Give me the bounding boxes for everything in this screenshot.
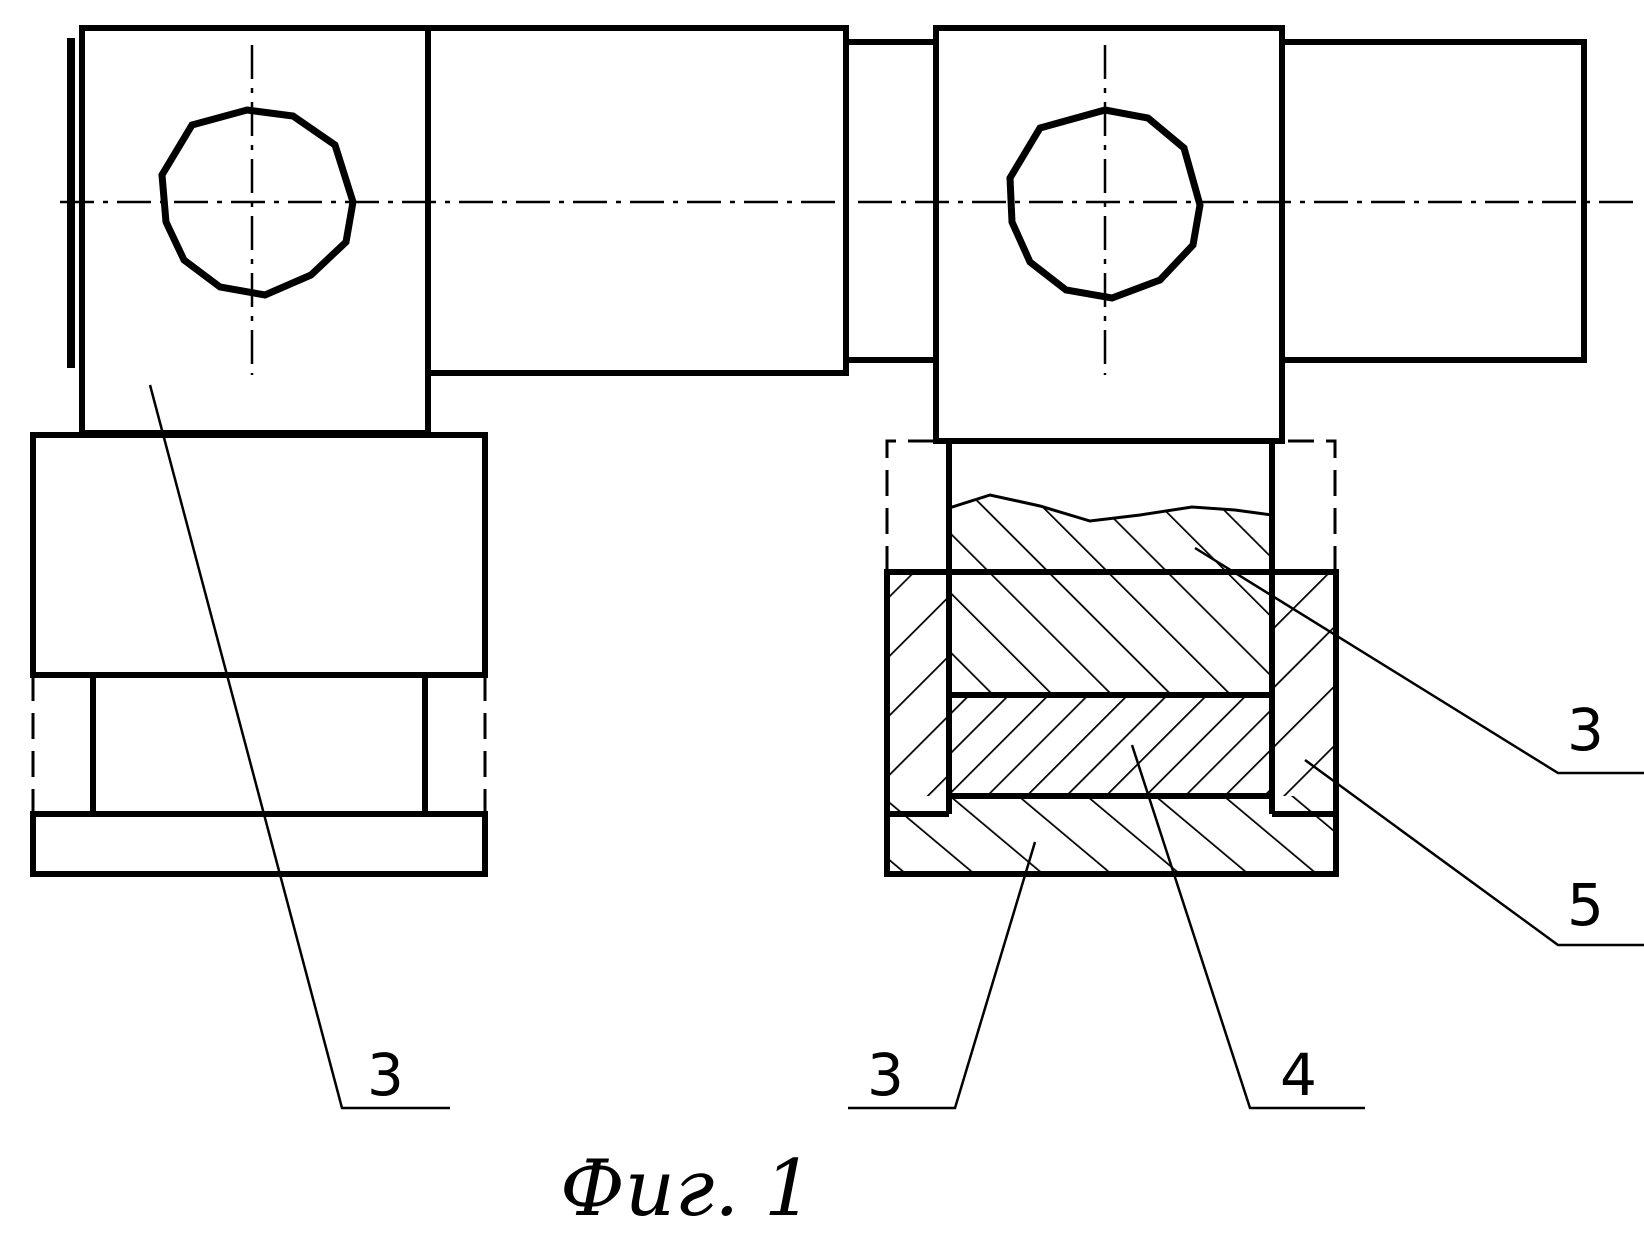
label-left-3: 3	[367, 1041, 404, 1109]
left-bottom-plate	[33, 814, 485, 874]
hinge-section-broken	[949, 495, 1272, 695]
figure-caption: Фиг. 1	[560, 1144, 814, 1234]
housing-wall-left	[887, 572, 949, 796]
label-4: 4	[1280, 1041, 1317, 1109]
label-bottom-3: 3	[867, 1041, 904, 1109]
right-hinge-block	[936, 28, 1282, 441]
label-5: 5	[1567, 871, 1604, 939]
housing-wall-right	[1272, 572, 1336, 796]
right-assembly	[887, 28, 1584, 874]
label-right-3: 3	[1567, 696, 1604, 764]
left-shaft-segment	[428, 28, 846, 373]
leader-left-3	[150, 385, 450, 1108]
left-base-frame	[33, 435, 485, 675]
insert-layer	[949, 695, 1272, 796]
housing-base	[887, 796, 1336, 874]
left-hinge-block	[82, 28, 428, 433]
